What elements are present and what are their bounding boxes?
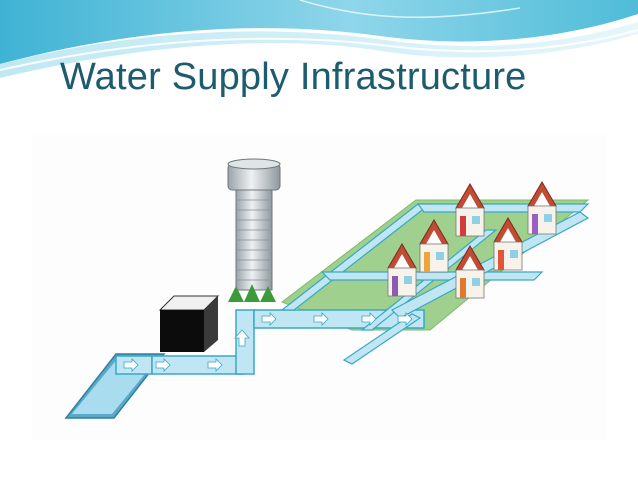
header-wave-decoration	[0, 0, 638, 78]
water-tower	[227, 158, 281, 302]
pump-house	[158, 295, 220, 352]
flow-arrows	[123, 312, 413, 372]
house-3	[455, 183, 485, 237]
slide-title: Water Supply Infrastructure	[60, 56, 527, 98]
house-6	[527, 181, 557, 235]
house-4	[455, 245, 485, 299]
house-2	[419, 219, 449, 273]
water-supply-diagram	[32, 134, 606, 440]
house-5	[493, 217, 523, 271]
house-1	[387, 243, 417, 297]
distribution-mains	[280, 203, 590, 365]
